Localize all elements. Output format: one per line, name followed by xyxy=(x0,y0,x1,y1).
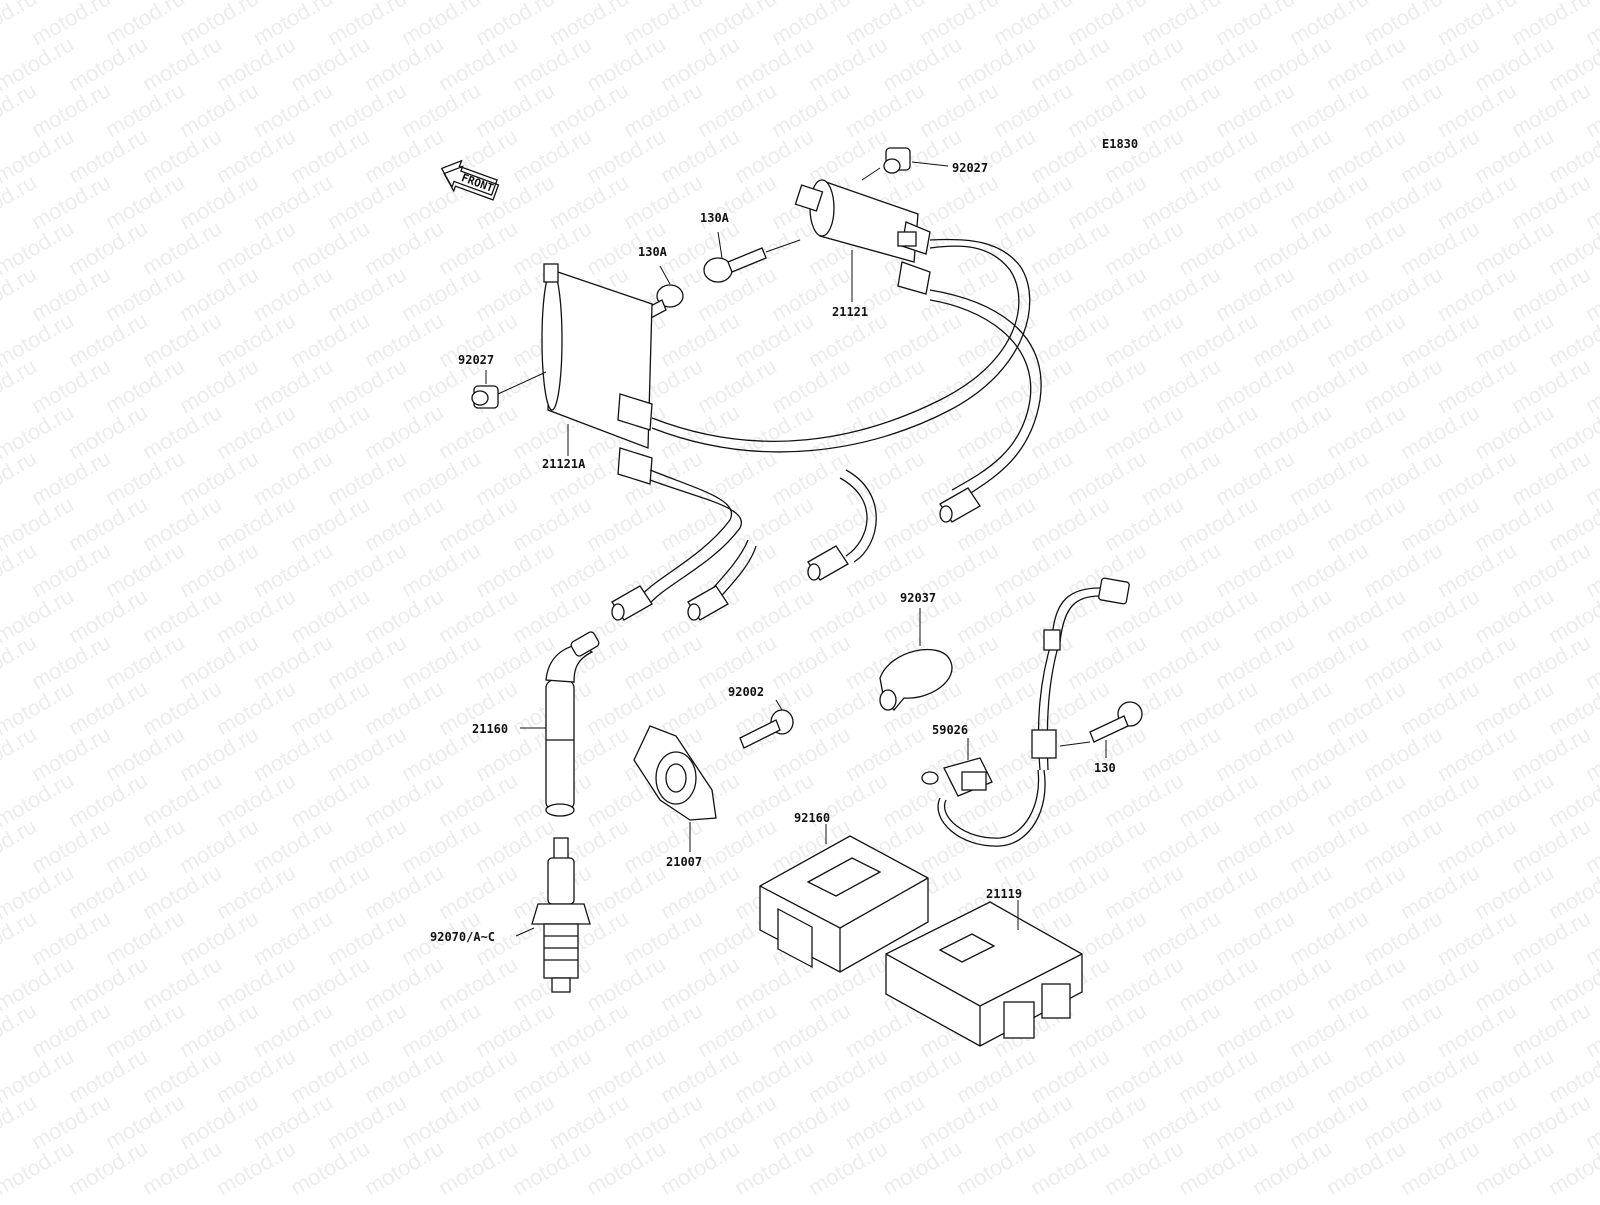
callout-21119: 21119 xyxy=(986,887,1022,901)
bracket-92160 xyxy=(759,835,929,973)
callout-21121A: 21121A xyxy=(542,457,586,471)
spark-plug-92070 xyxy=(531,837,591,993)
ignition-coil-21121 xyxy=(794,179,931,295)
cap-92027-left xyxy=(471,385,499,409)
callout-130: 130 xyxy=(1094,761,1116,775)
cap-92027-top xyxy=(883,147,911,174)
diagram-code: E1830 xyxy=(1102,137,1138,151)
callout-92070: 92070/A~C xyxy=(430,930,495,944)
plug-cap-21160 xyxy=(545,631,600,817)
lead-terminals xyxy=(611,487,981,621)
callout-21007: 21007 xyxy=(666,855,702,869)
callout-130A-upper: 130A xyxy=(700,211,730,225)
bolt-130A-upper xyxy=(703,247,767,283)
callout-92160: 92160 xyxy=(794,811,830,825)
callout-92027-top: 92027 xyxy=(952,161,988,175)
callout-21121: 21121 xyxy=(832,305,868,319)
bolt-130 xyxy=(1089,701,1143,743)
ecu-21119 xyxy=(885,901,1083,1047)
pickup-coil-59026 xyxy=(921,577,1130,847)
clamp-92037 xyxy=(879,648,953,711)
callout-92037: 92037 xyxy=(900,591,936,605)
callout-92002: 92002 xyxy=(728,685,764,699)
timing-plate-21007 xyxy=(633,725,717,821)
callout-59026: 59026 xyxy=(932,723,968,737)
callout-130A-left: 130A xyxy=(638,245,668,259)
ignition-coil-21121A xyxy=(541,263,653,485)
callout-21160: 21160 xyxy=(472,722,508,736)
screw-92002 xyxy=(739,709,794,749)
callout-92027-left: 92027 xyxy=(458,353,494,367)
